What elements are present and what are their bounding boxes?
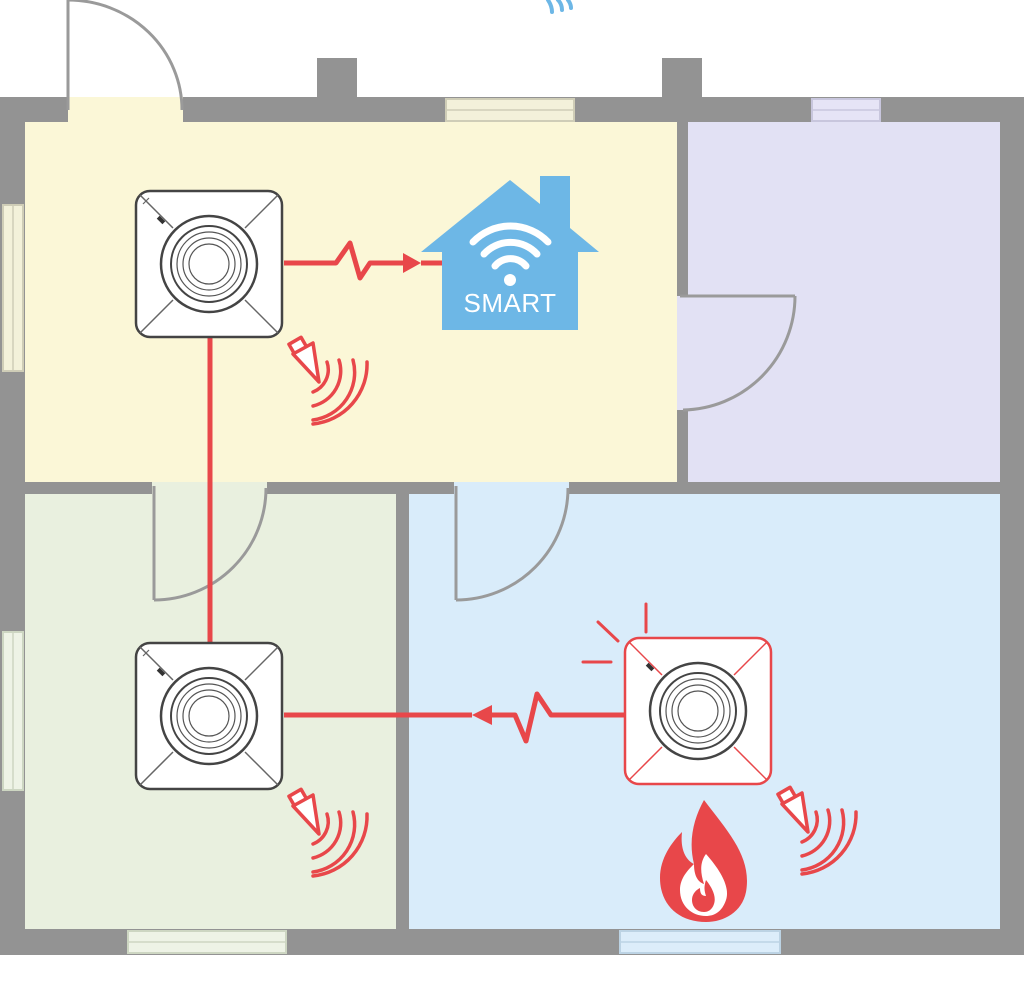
entrance-door-gap [68,97,183,122]
smart-home-hub: SMART [421,176,599,330]
siren-speaker-bottom-right [776,785,858,876]
siren-speaker-bottom-left [287,787,369,878]
window-top-right [811,98,881,122]
room-top-left [25,122,677,482]
room-top-right [688,122,1000,482]
alarm-rays-icon [581,602,648,664]
smoke-detector-top-left [134,189,284,339]
siren-speaker-icon [287,787,321,836]
wifi-icon [469,222,552,270]
smoke-detector-bottom-right-alarm [623,636,773,786]
wifi-signal-top-icon [546,0,573,14]
hub-label: SMART [463,288,556,318]
window-bottom-right [619,930,781,954]
window-left-top [2,204,24,372]
column-right [662,58,702,100]
window-top-center [445,98,575,122]
smoke-detector-icon [134,641,284,791]
smart-home-icon [421,176,599,330]
fire-icon [660,800,747,922]
smoke-detector-bottom-left [134,641,284,791]
column-left [317,58,357,100]
wifi-dot-icon [504,274,516,286]
window-left-bottom [2,631,24,791]
smoke-detector-icon [134,189,284,339]
siren-speaker-icon [776,785,810,834]
window-bottom-left [127,930,287,954]
door-gap-bottom-right [454,482,569,494]
siren-speaker-icon [287,335,321,384]
door-bottom-right [454,486,570,602]
signal-connections [207,240,625,744]
door-bottom-left [152,486,268,602]
entrance-door [66,0,184,111]
door-gap-top-right [677,296,688,410]
door-top-right [680,294,797,412]
siren-speaker-top-left [287,335,369,426]
